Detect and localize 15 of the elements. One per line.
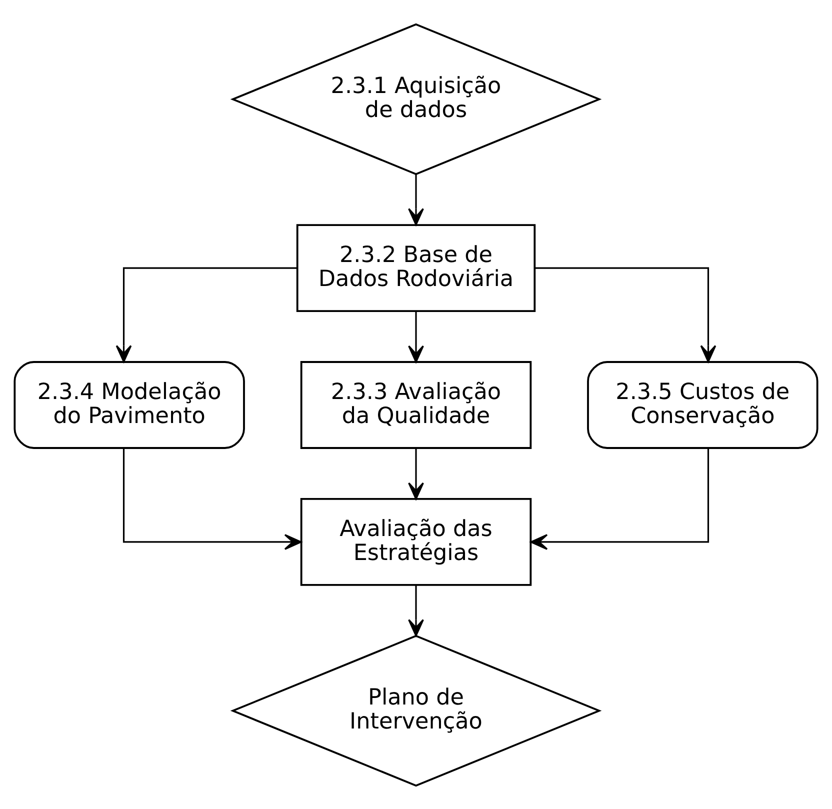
- node-box: 2.3.4 Modelação do Pavimento: [14, 360, 245, 448]
- arrow: [408, 310, 424, 362]
- arrow: [530, 448, 710, 550]
- arrow: [116, 266, 298, 362]
- node-box: 2.3.5 Custos de Conservação: [587, 360, 818, 448]
- arrow: [408, 174, 424, 225]
- arrow: [122, 448, 302, 550]
- node-box: Avaliação das Estratégias: [300, 498, 532, 586]
- node-box: 2.3.2 Base de Dados Rodoviária: [296, 224, 536, 312]
- arrow: [534, 266, 716, 362]
- node-diamond: 2.3.1 Aquisição de dados: [230, 22, 602, 175]
- arrow: [408, 584, 424, 636]
- node-diamond: Plano de Intervenção: [230, 634, 602, 786]
- node-box: 2.3.3 Avaliação da Qualidade: [300, 360, 532, 448]
- arrow: [408, 448, 424, 500]
